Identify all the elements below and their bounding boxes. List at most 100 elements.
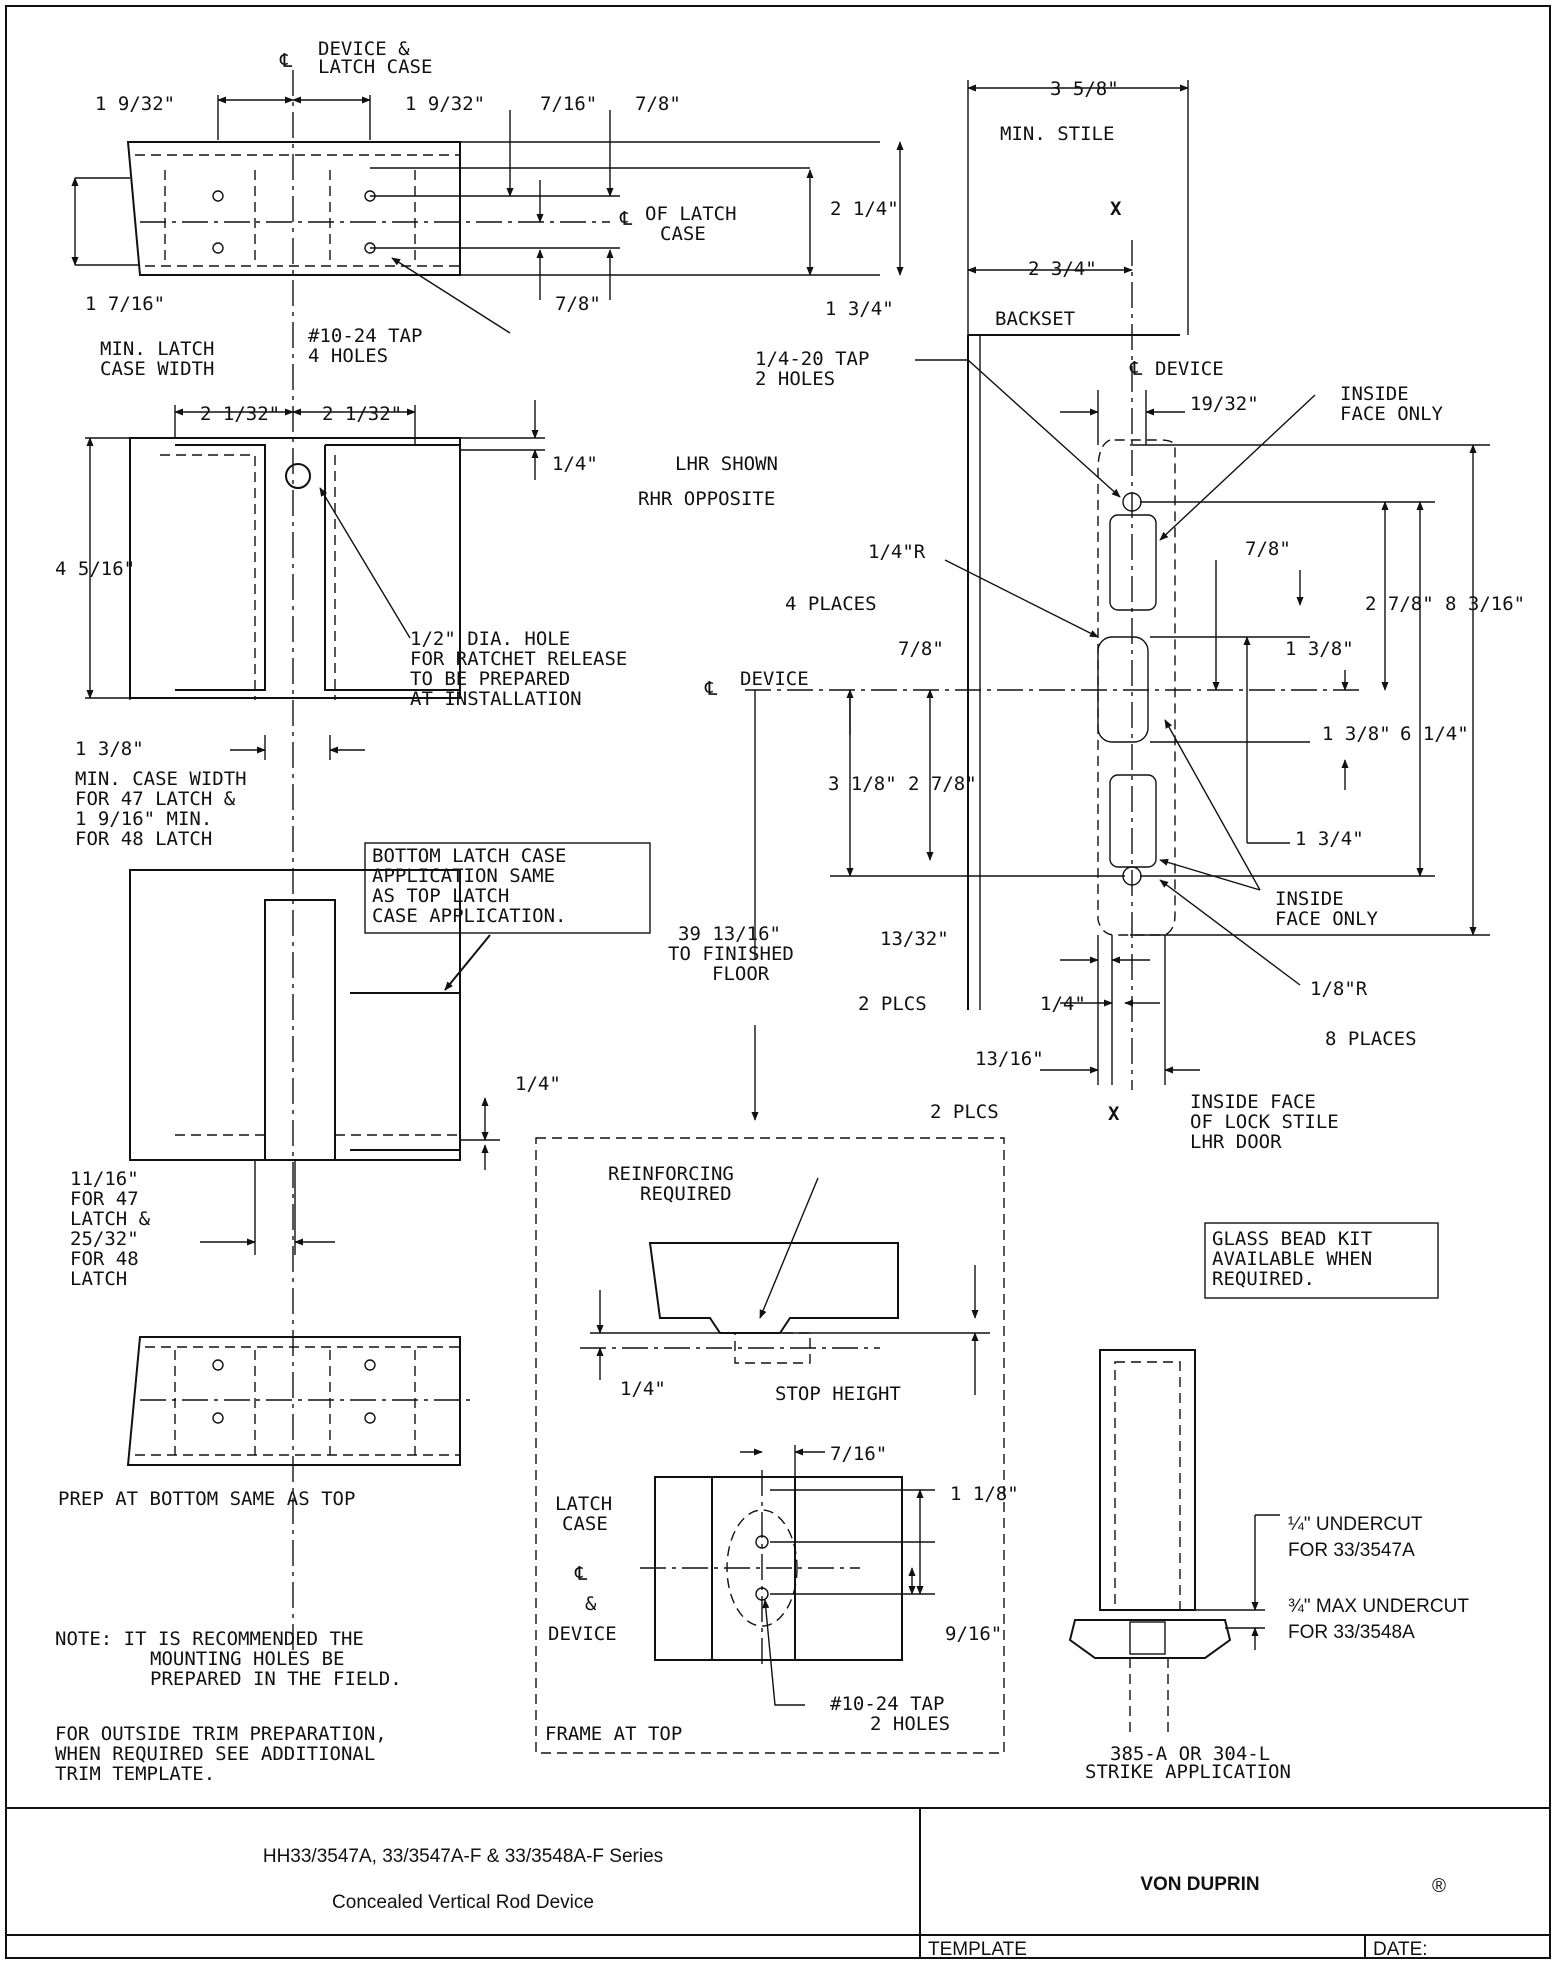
radius-1-4: 1/4"R — [868, 541, 926, 563]
strike-line2: STRIKE APPLICATION — [1085, 1761, 1291, 1783]
dim-19-32: 19/32" — [1190, 393, 1259, 415]
dim-1-3-8: 1 3/8" — [75, 738, 144, 760]
dim-7-8-r1: 7/8" — [1245, 538, 1291, 560]
undercut-line4: FOR 33/3548A — [1288, 1622, 1415, 1643]
stile-note-line3: LHR DOOR — [1190, 1131, 1282, 1153]
dim-2-1-32-left: 2 1/32" — [200, 403, 280, 425]
hole-note-line1: 1/2" DIA. HOLE — [410, 628, 570, 650]
bottom-case-line4: CASE APPLICATION. — [372, 905, 566, 927]
trim-line2: WHEN REQUIRED SEE ADDITIONAL — [55, 1743, 375, 1765]
dim-7-16-top: 7/16" — [540, 93, 597, 115]
cl-symbol-frame: ℄ — [574, 1563, 588, 1585]
case-width-line4: FOR 48 LATCH — [75, 828, 212, 850]
hole-note-line2: FOR RATCHET RELEASE — [410, 648, 627, 670]
undercut-line1: ¼" UNDERCUT — [1288, 1514, 1423, 1535]
tap-frame-line2: 2 HOLES — [870, 1713, 950, 1735]
strike-application-view — [1068, 1222, 1439, 1735]
dim-2-3-4: 2 3/4" — [1028, 258, 1097, 280]
dim-11-16-line2: FOR 47 — [70, 1188, 139, 1210]
glass-bead-line3: REQUIRED. — [1212, 1268, 1315, 1290]
dim-1-1-8: 1 1/8" — [950, 1483, 1019, 1505]
inside-face-top-line1: INSIDE — [1340, 383, 1409, 405]
title-line1: HH33/3547A, 33/3547A-F & 33/3548A-F Seri… — [263, 1846, 663, 1867]
stop-height-label: STOP HEIGHT — [775, 1383, 901, 1405]
case-width-line1: MIN. CASE WIDTH — [75, 768, 247, 790]
floor-line3: FLOOR — [712, 963, 770, 985]
stile-note-line1: INSIDE FACE — [1190, 1091, 1316, 1113]
dim-7-8-r2: 7/8" — [898, 638, 944, 660]
cl-symbol: ℄ — [279, 50, 293, 72]
note-line2: MOUNTING HOLES BE — [150, 1648, 344, 1670]
rhr-opposite: RHR OPPOSITE — [638, 488, 775, 510]
inside-face-top-line2: FACE ONLY — [1340, 403, 1444, 425]
cl-device-upper: DEVICE — [1155, 358, 1224, 380]
undercut-line3: ¾" MAX UNDERCUT — [1288, 1596, 1469, 1617]
tap-10-24-line2: 4 HOLES — [308, 345, 388, 367]
dim-11-16-line5: FOR 48 — [70, 1248, 139, 1270]
dim-6-1-4: 6 1/4" — [1400, 723, 1469, 745]
cl-symbol-device-mid: ℄ — [704, 678, 718, 700]
stile-note-line2: OF LOCK STILE — [1190, 1111, 1339, 1133]
bottom-case-line1: BOTTOM LATCH CASE — [372, 845, 566, 867]
reinforcing-line1: REINFORCING — [608, 1163, 734, 1185]
title-block: HH33/3547A, 33/3547A-F & 33/3548A-F Seri… — [6, 1807, 1550, 1960]
dim-1-4-lower: 1/4" — [515, 1073, 561, 1095]
cl-symbol-latch: ℄ — [619, 208, 633, 230]
template-label: TEMPLATE — [928, 1939, 1027, 1960]
cut-mark-x-top: X — [1110, 198, 1122, 220]
dim-4-5-16: 4 5/16" — [55, 558, 135, 580]
backset-label: BACKSET — [995, 308, 1075, 330]
dim-13-32: 13/32" — [880, 928, 949, 950]
brand-logo: VON DUPRIN — [1140, 1874, 1259, 1895]
sheet-border — [5, 5, 1551, 1959]
dim-7-8-bottom: 7/8" — [555, 293, 601, 315]
two-plcs-2: 2 PLCS — [930, 1101, 999, 1123]
glass-bead-line1: GLASS BEAD KIT — [1212, 1228, 1372, 1250]
bottom-latch-view — [129, 842, 651, 1255]
title-line2: Concealed Vertical Rod Device — [332, 1892, 594, 1913]
tap-1-4-20-line2: 2 HOLES — [755, 368, 835, 390]
min-latch-case-line2: CASE WIDTH — [100, 358, 214, 380]
case-width-line2: FOR 47 LATCH & — [75, 788, 236, 810]
dim-9-16: 9/16" — [945, 1623, 1002, 1645]
cl-device-latch-line1: DEVICE & — [318, 38, 410, 60]
bottom-case-line2: APPLICATION SAME — [372, 865, 555, 887]
radius-1-8: 1/8"R — [1310, 978, 1368, 1000]
min-stile-label: MIN. STILE — [1000, 123, 1114, 145]
min-latch-case-line1: MIN. LATCH — [100, 338, 214, 360]
bottom-case-line3: AS TOP LATCH — [372, 885, 509, 907]
dim-1-3-8-r2: 1 3/8" — [1322, 723, 1391, 745]
cl-symbol-device-upper: ℄ — [1129, 358, 1143, 380]
dim-2-7-8-l: 2 7/8" — [908, 773, 977, 795]
device-cl-label: DEVICE — [548, 1623, 617, 1645]
latch-case-line1: LATCH — [555, 1493, 612, 1515]
registered-mark-icon: ® — [1432, 1876, 1446, 1897]
cl-latch-case-line2: CASE — [660, 223, 706, 245]
dim-3-5-8: 3 5/8" — [1050, 78, 1119, 100]
top-latch-case-view — [71, 70, 904, 1650]
prep-bottom-note: PREP AT BOTTOM SAME AS TOP — [58, 1488, 355, 1510]
eight-places: 8 PLACES — [1325, 1028, 1417, 1050]
dim-1-3-8-r1: 1 3/8" — [1285, 638, 1354, 660]
dim-8-3-16: 8 3/16" — [1445, 593, 1525, 615]
dim-1-3-4-top: 1 3/4" — [825, 298, 894, 320]
lock-stile-elevation — [745, 80, 1490, 1121]
floor-line1: 39 13/16" — [678, 923, 781, 945]
dim-7-8-top: 7/8" — [635, 93, 681, 115]
glass-bead-line2: AVAILABLE WHEN — [1212, 1248, 1372, 1270]
strike-line1: 385-A OR 304-L — [1110, 1743, 1270, 1765]
dim-1-9-32-right: 1 9/32" — [405, 93, 485, 115]
latch-case-section-view — [85, 400, 545, 760]
reinforcing-line2: REQUIRED — [640, 1183, 732, 1205]
dim-13-16: 13/16" — [975, 1048, 1044, 1070]
ampersand-label: & — [585, 1593, 597, 1615]
drawing-labels: ℄ DEVICE & LATCH CASE 1 9/32" 1 9/32" 7/… — [55, 38, 1525, 1785]
lhr-shown: LHR SHOWN — [675, 453, 778, 475]
tap-frame-line1: #10-24 TAP — [830, 1693, 944, 1715]
note-line1: NOTE: IT IS RECOMMENDED THE — [55, 1628, 364, 1650]
cl-device-latch-line2: LATCH CASE — [318, 56, 432, 78]
dim-11-16-line3: LATCH & — [70, 1208, 151, 1230]
inside-face-bot-line2: FACE ONLY — [1275, 908, 1379, 930]
tap-10-24-line1: #10-24 TAP — [308, 325, 422, 347]
